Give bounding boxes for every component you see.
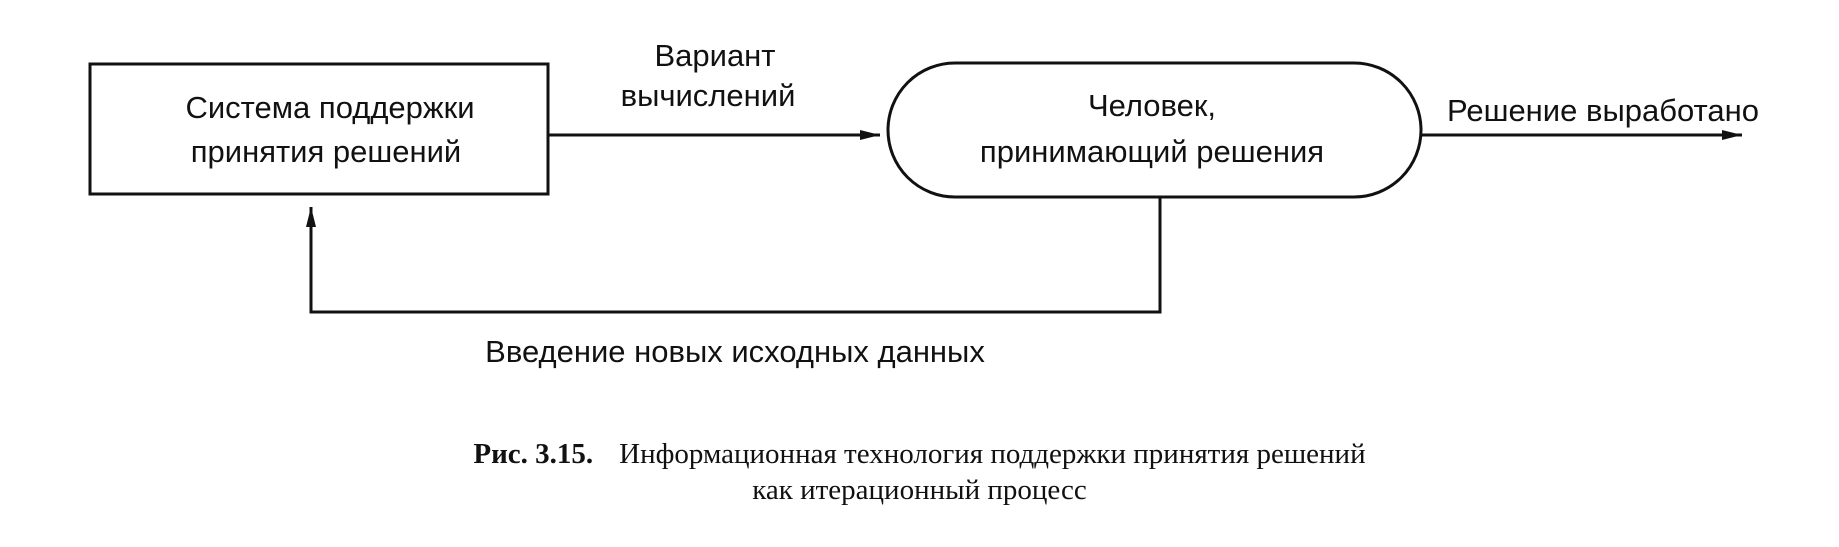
edge-new-input: Введение новых исходных данных [306, 197, 1162, 369]
node-dss-label-line2: принятия решений [191, 134, 462, 169]
node-dss: Система поддержки принятия решений [88, 62, 550, 196]
edge-new-input-label: Введение новых исходных данных [485, 334, 985, 369]
figure-number: Рис. 3.15. [473, 438, 594, 470]
figure-caption-line1: Рис. 3.15. Информационная технология подд… [0, 437, 1839, 471]
edge-decision-made-label: Решение выработано [1447, 93, 1759, 128]
edge-computation-variant-label-line1: Вариант [654, 38, 775, 73]
node-dss-box [88, 62, 550, 196]
edge-computation-variant: Вариант вычислений [548, 38, 880, 140]
edge-decision-made: Решение выработано [1421, 93, 1759, 140]
node-decision-maker: Человек, принимающий решения [886, 61, 1423, 199]
node-decision-maker-box [886, 61, 1423, 199]
edge-new-input-line [306, 197, 1162, 314]
node-decision-maker-label-line1: Человек, [1088, 88, 1216, 123]
node-decision-maker-label-line2: принимающий решения [980, 134, 1324, 169]
figure-title: Информационная технология поддержки прин… [619, 438, 1366, 470]
node-dss-label-line1: Система поддержки [185, 90, 474, 125]
edge-computation-variant-label-line2: вычислений [621, 78, 796, 113]
figure-caption-line2: как итерационный процесс [752, 474, 1087, 506]
